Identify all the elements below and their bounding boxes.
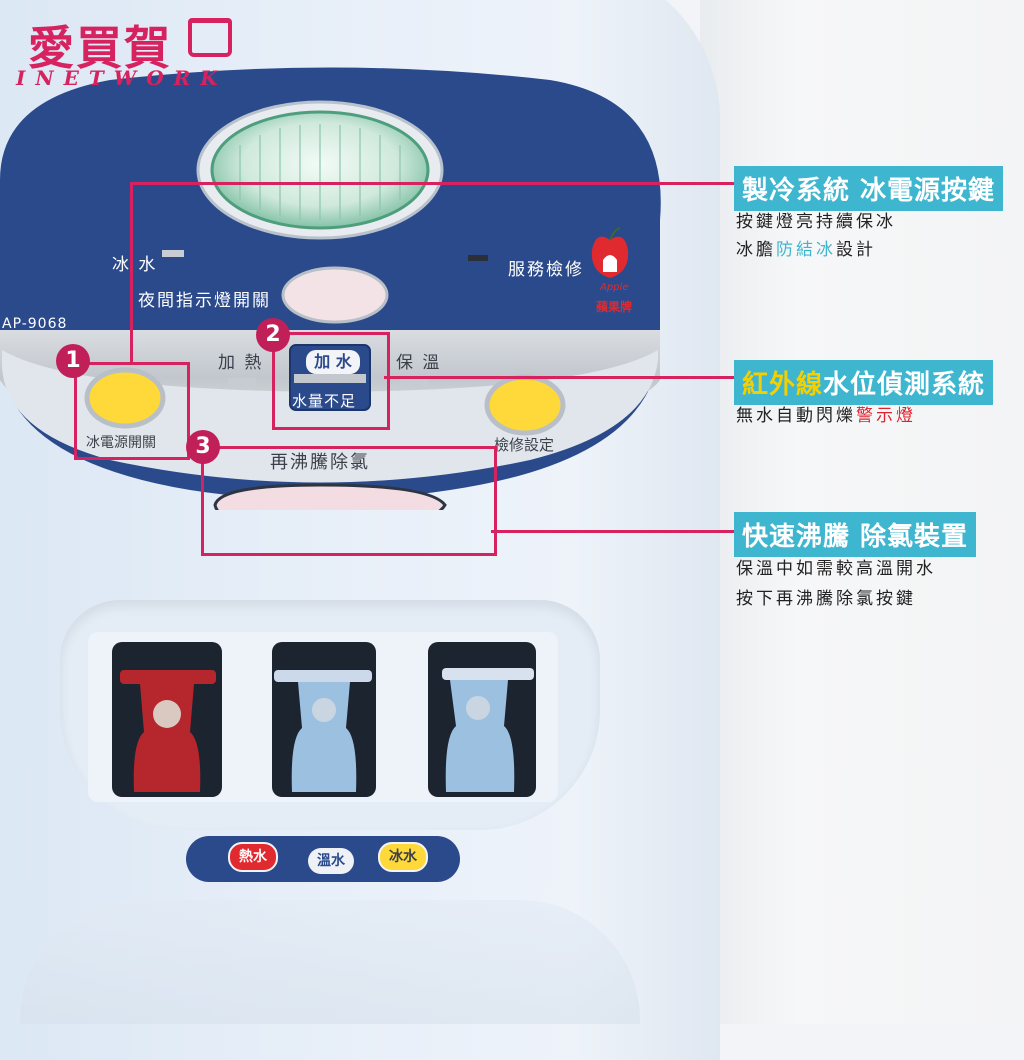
- service-label: 服務檢修: [508, 260, 584, 280]
- callout-2-title: 紅外線水位偵測系統: [734, 360, 994, 405]
- warm-tap[interactable]: [296, 650, 352, 796]
- cart-icon: [188, 18, 232, 57]
- hot-tap[interactable]: [190, 650, 216, 796]
- warm-tap-window: [272, 642, 376, 797]
- reboil-button-shape: [213, 483, 447, 510]
- ice-water-label: 冰 水: [112, 255, 158, 275]
- ice-power-button-shape: [84, 367, 166, 429]
- add-water-label: 加 水: [306, 350, 360, 374]
- reboil-label: 再沸騰除氯: [270, 452, 370, 473]
- callout-1-title: 製冷系統 冰電源按鍵: [734, 166, 1004, 211]
- apple-brand-cn: 蘋果牌: [596, 300, 633, 314]
- highlight-ice-power: [74, 362, 190, 460]
- callout-3-title: 快速沸騰 除氯裝置: [734, 512, 977, 557]
- callout-number-1: 1: [56, 344, 90, 378]
- logo-brand: 愛買賀: [28, 21, 172, 75]
- apple-logo: [591, 227, 629, 278]
- callout-1-line2: 冰膽防結冰設計: [736, 240, 876, 260]
- night-light-button-shape: [281, 266, 389, 324]
- connector-2: [384, 376, 734, 379]
- check-setting-label: 檢修設定: [494, 436, 555, 454]
- highlight-water-level: [272, 332, 390, 430]
- ice-power-label: 冰電源開關: [86, 435, 156, 451]
- apple-brand-en: Apple: [600, 282, 629, 293]
- callout-number-2: 2: [256, 318, 290, 352]
- logo-network: INETWORK: [16, 66, 228, 90]
- callout-3-line2: 按下再沸騰除氯按鍵: [736, 589, 916, 609]
- warm-led: [400, 378, 428, 386]
- connector-1-horizontal: [130, 182, 734, 185]
- warm-water-badge: 溫水: [308, 848, 354, 874]
- connector-1-vertical: [130, 182, 133, 364]
- night-light-label: 夜間指示燈開關: [138, 291, 271, 311]
- hot-tap-window: [112, 642, 222, 797]
- ice-water-led: [162, 250, 184, 257]
- callout-number-3: 3: [186, 430, 220, 464]
- service-led: [468, 255, 488, 261]
- highlight-reboil: [201, 446, 497, 556]
- callout-1-line1: 按鍵燈亮持續保冰: [736, 212, 896, 232]
- hot-water-badge: 熱水: [228, 842, 278, 872]
- control-panel: [0, 67, 661, 510]
- warm-keep-label: 保 溫: [396, 353, 442, 373]
- callout-3-line1: 保溫中如需較高溫開水: [736, 559, 936, 579]
- heating-label: 加 熱: [218, 353, 264, 373]
- low-water-label: 水量不足: [292, 392, 357, 410]
- ice-tap-window: [428, 642, 536, 797]
- model-label: AP-9068: [2, 316, 68, 332]
- lower-panel: [1, 350, 658, 483]
- connector-3: [491, 530, 734, 533]
- heat-led: [228, 378, 256, 386]
- callout-2-line1: 無水自動閃爍警示燈: [736, 406, 916, 426]
- ice-tap[interactable]: [450, 650, 506, 796]
- check-setting-button-shape: [484, 374, 566, 436]
- lower-body: [20, 900, 640, 1024]
- ice-water-badge: 冰水: [378, 842, 428, 872]
